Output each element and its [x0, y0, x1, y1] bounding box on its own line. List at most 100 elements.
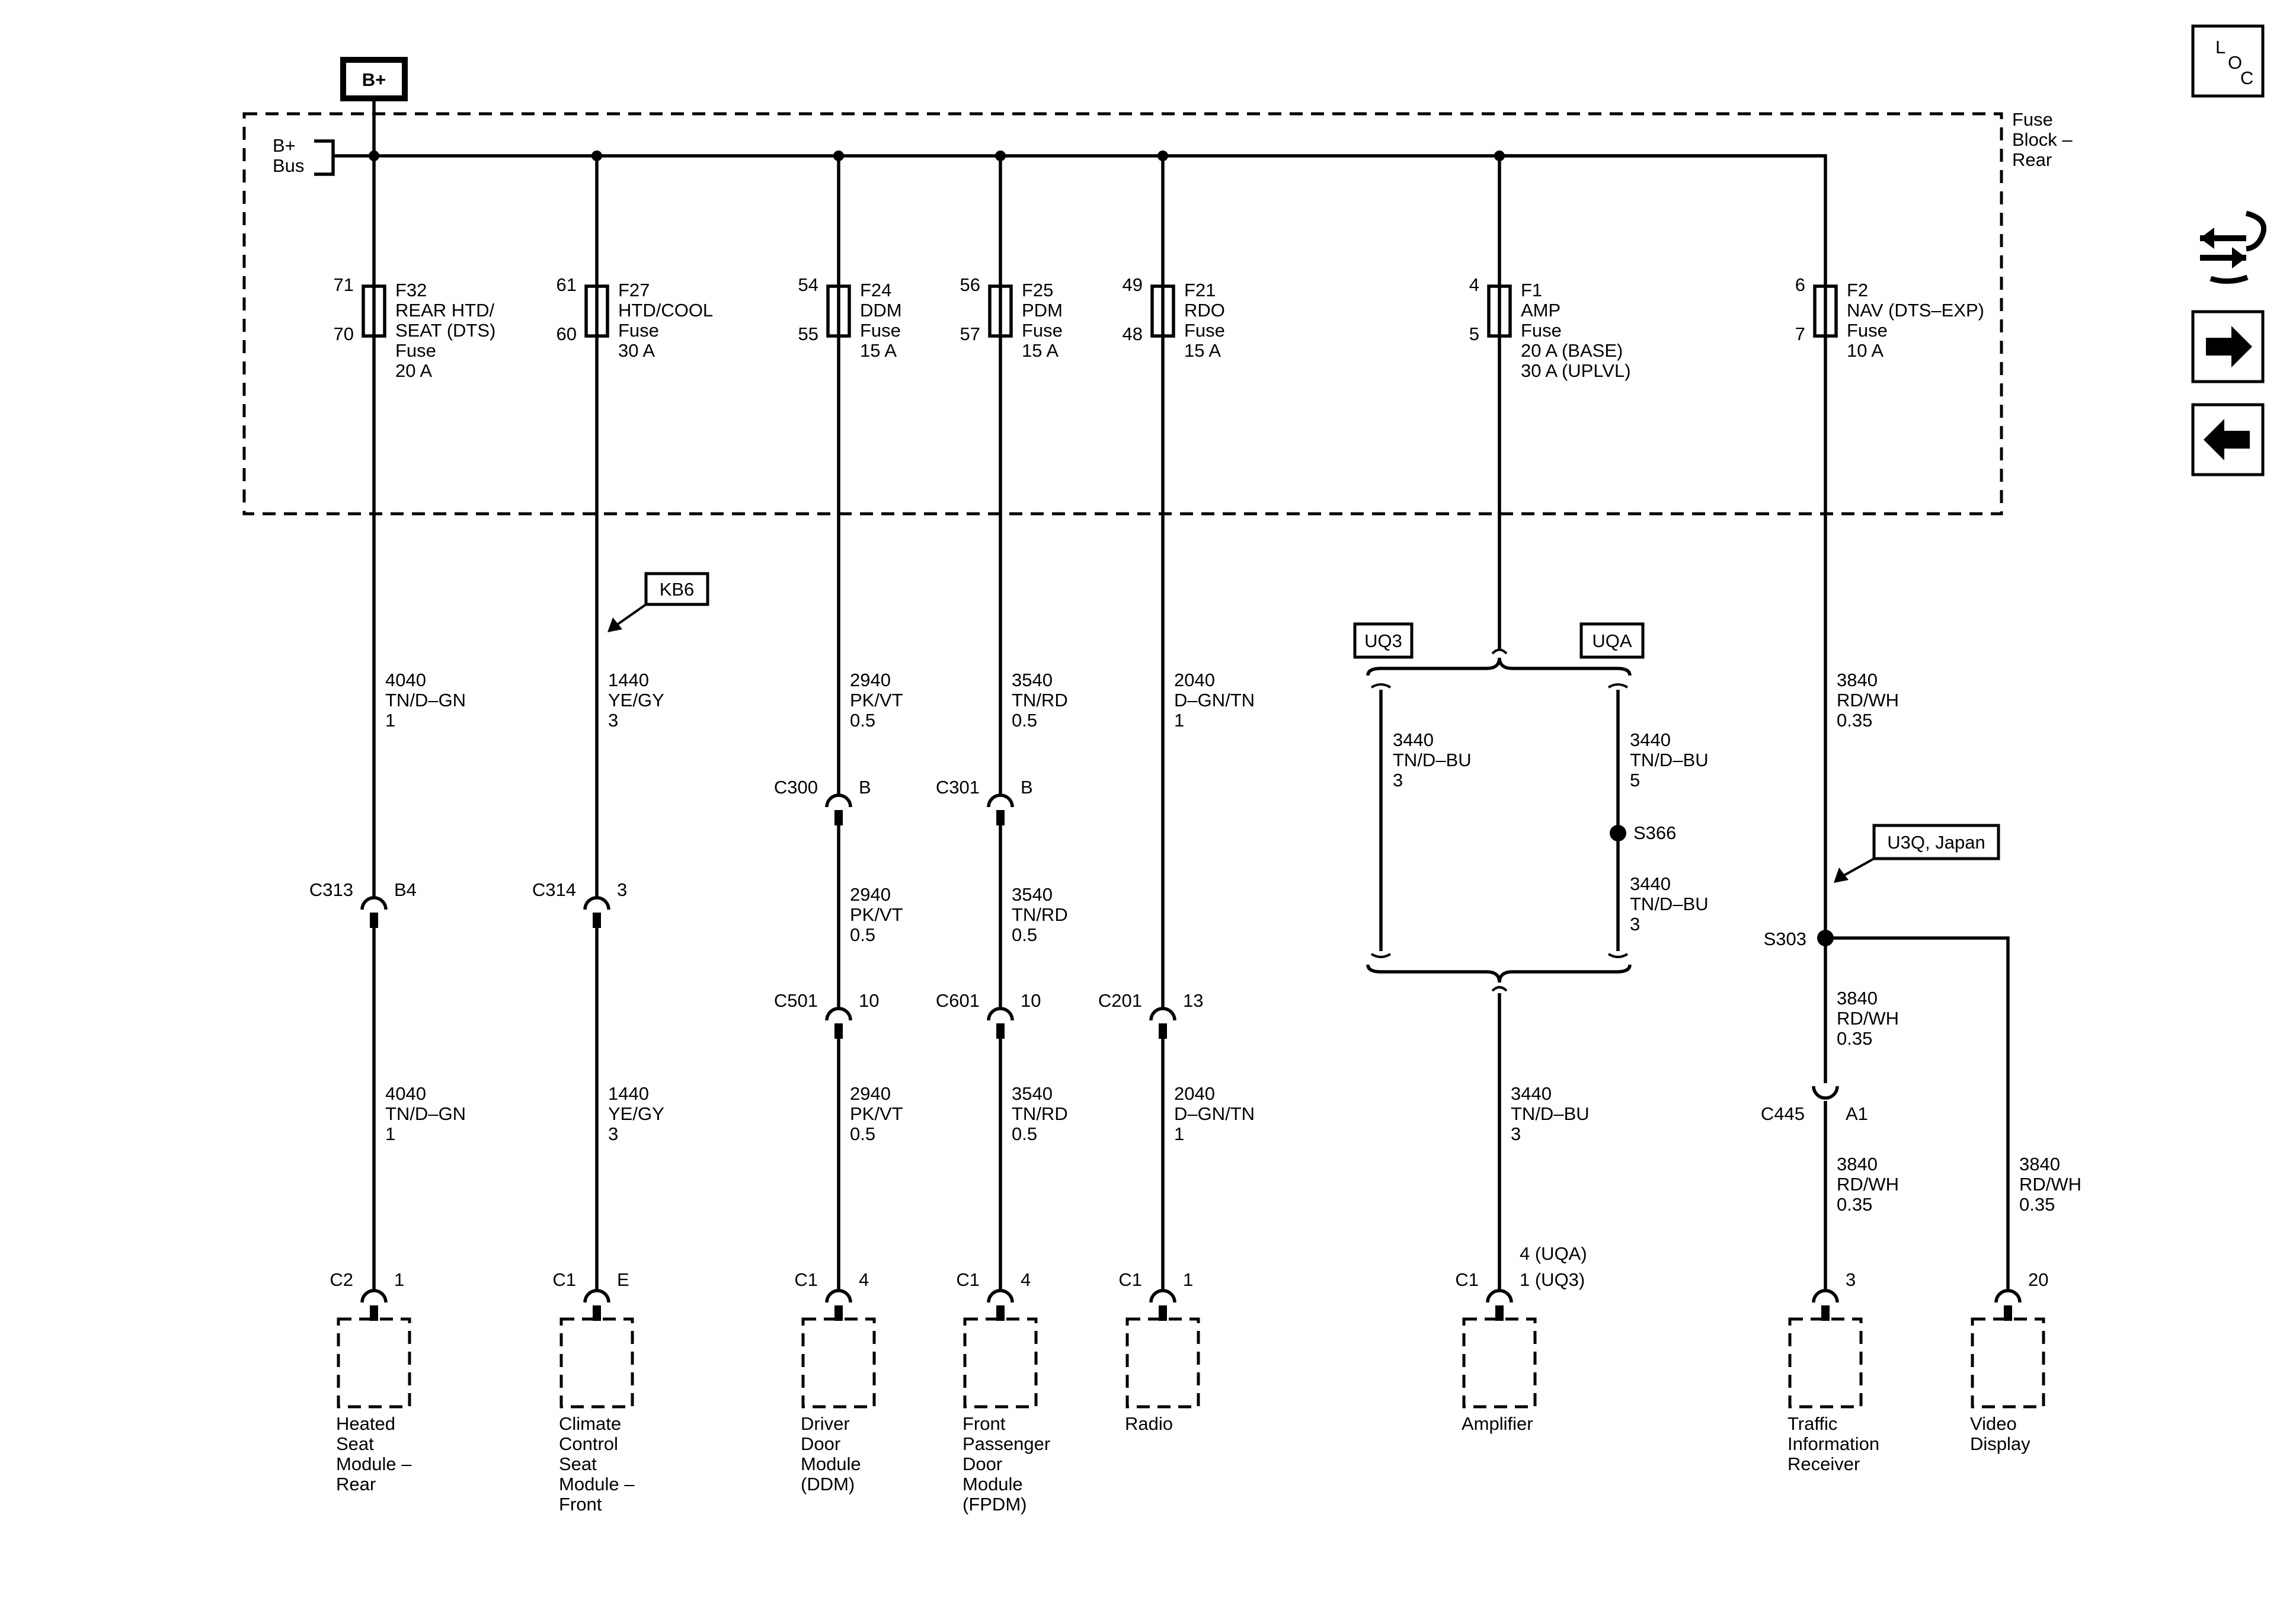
wire-label-1440-upper: 1440 YE/GY 3 — [608, 670, 664, 731]
svg-text:1: 1 — [394, 1269, 404, 1290]
svg-text:3840: 3840 — [2019, 1154, 2060, 1174]
svg-text:4 (UQA): 4 (UQA) — [1520, 1243, 1587, 1264]
wire-label-3840-video: 3840 RD/WH 0.35 — [2019, 1154, 2081, 1215]
svg-text:Block –: Block – — [2012, 129, 2073, 150]
fuse-f1: 4 5 F1 AMP Fuse 20 A (BASE) 30 A (UPLVL) — [1469, 156, 1631, 381]
svg-text:1: 1 — [1174, 710, 1184, 731]
wire-label-2940-a: 2940 PK/VT 0.5 — [850, 670, 903, 731]
wire-label-4040-upper: 4040 TN/D–GN 1 — [385, 670, 466, 731]
svg-text:1: 1 — [385, 710, 395, 731]
fuse-f2: 6 7 F2 NAV (DTS–EXP) Fuse 10 A — [1499, 154, 1984, 361]
svg-text:YE/GY: YE/GY — [608, 1103, 664, 1124]
svg-text:0.35: 0.35 — [1837, 1194, 1872, 1215]
swap-arrows-icon[interactable] — [2200, 210, 2267, 284]
svg-text:3: 3 — [1393, 770, 1403, 790]
circuit-heated-seat: 4040 TN/D–GN 1 C313 B4 4040 TN/D–GN 1 — [309, 336, 466, 1289]
svg-text:3440: 3440 — [1393, 729, 1434, 750]
svg-text:4: 4 — [1021, 1269, 1031, 1290]
svg-text:Door: Door — [962, 1454, 1002, 1474]
svg-text:2040: 2040 — [1174, 670, 1215, 690]
svg-text:KB6: KB6 — [660, 579, 695, 600]
svg-text:3: 3 — [608, 710, 618, 731]
fuse-f21: 49 48 F21 RDO Fuse 15 A — [1123, 156, 1225, 361]
svg-text:Seat: Seat — [336, 1433, 374, 1454]
svg-text:Fuse: Fuse — [1022, 320, 1063, 341]
svg-text:B: B — [859, 777, 871, 798]
arrow-left-icon[interactable] — [2191, 403, 2265, 476]
svg-text:71: 71 — [334, 274, 354, 295]
svg-text:F1: F1 — [1521, 280, 1542, 300]
svg-text:C1: C1 — [1118, 1269, 1142, 1290]
svg-text:HTD/COOL: HTD/COOL — [618, 300, 713, 321]
svg-text:Fuse: Fuse — [2012, 109, 2053, 130]
svg-text:Seat: Seat — [559, 1454, 597, 1474]
svg-text:1: 1 — [1183, 1269, 1193, 1290]
circuit-amplifier: UQ3 UQA 3440 TN/D–BU 3 3440 TN/D–BU 5 S3… — [1353, 336, 1709, 1289]
module-climate-seat: C1 E Climate Control Seat Module – Front — [552, 1269, 635, 1515]
svg-text:SEAT (DTS): SEAT (DTS) — [395, 320, 495, 341]
svg-text:10: 10 — [859, 990, 879, 1011]
loc-button[interactable]: L O C — [2191, 24, 2265, 98]
svg-text:0.5: 0.5 — [1012, 924, 1037, 945]
connector-c314: C314 3 — [532, 879, 627, 928]
svg-text:C201: C201 — [1098, 990, 1142, 1011]
svg-text:30 A (UPLVL): 30 A (UPLVL) — [1521, 360, 1631, 381]
svg-text:Fuse: Fuse — [1847, 320, 1888, 341]
svg-text:Control: Control — [559, 1433, 618, 1454]
svg-text:Front: Front — [962, 1413, 1006, 1434]
svg-text:5: 5 — [1630, 770, 1640, 790]
svg-text:C601: C601 — [936, 990, 980, 1011]
connector-c601: C601 10 — [936, 990, 1041, 1039]
svg-text:4: 4 — [859, 1269, 869, 1290]
svg-text:B+: B+ — [273, 135, 296, 156]
svg-text:RD/WH: RD/WH — [1837, 690, 1899, 710]
svg-text:PDM: PDM — [1022, 300, 1063, 321]
connector-c445: C445 A1 — [1761, 1086, 1868, 1124]
svg-text:3540: 3540 — [1012, 1083, 1053, 1104]
module-video-display: 20 Video Display — [1970, 1269, 2048, 1454]
svg-text:3: 3 — [1630, 914, 1640, 934]
wire-label-4040-lower: 4040 TN/D–GN 1 — [385, 1083, 466, 1144]
svg-text:3440: 3440 — [1511, 1083, 1552, 1104]
svg-text:DDM: DDM — [860, 300, 902, 321]
svg-text:Bus: Bus — [273, 155, 304, 176]
svg-text:Climate: Climate — [559, 1413, 621, 1434]
svg-text:RD/WH: RD/WH — [2019, 1174, 2081, 1195]
svg-text:Amplifier: Amplifier — [1462, 1413, 1533, 1434]
svg-text:3540: 3540 — [1012, 884, 1053, 905]
svg-text:E: E — [617, 1269, 629, 1290]
circuit-nav: 3840 RD/WH 0.35 U3Q, Japan S303 3840 RD/… — [1761, 336, 2081, 1289]
svg-text:3440: 3440 — [1630, 729, 1671, 750]
splice-s366: S366 — [1610, 822, 1676, 843]
connector-c300: C300 B — [774, 777, 871, 825]
option-tag-u3q-japan: U3Q, Japan — [1834, 824, 2000, 883]
bplus-source-box: B+ — [340, 57, 408, 101]
svg-text:Module –: Module – — [336, 1454, 412, 1474]
svg-text:B+: B+ — [362, 69, 386, 90]
svg-text:Driver: Driver — [801, 1413, 850, 1434]
svg-text:TN/RD: TN/RD — [1012, 690, 1068, 710]
svg-text:F25: F25 — [1022, 280, 1053, 300]
svg-text:7: 7 — [1795, 324, 1805, 344]
svg-text:3: 3 — [617, 879, 627, 900]
wire-label-3440-left: 3440 TN/D–BU 3 — [1393, 729, 1472, 790]
splice-s303: S303 — [1764, 929, 1834, 949]
svg-text:5: 5 — [1469, 324, 1479, 344]
svg-text:B: B — [1021, 777, 1033, 798]
svg-text:C313: C313 — [309, 879, 353, 900]
svg-text:20: 20 — [2028, 1269, 2048, 1290]
svg-text:2940: 2940 — [850, 884, 891, 905]
svg-text:2940: 2940 — [850, 670, 891, 690]
svg-text:Fuse: Fuse — [618, 320, 659, 341]
svg-text:TN/D–GN: TN/D–GN — [385, 1103, 466, 1124]
svg-text:3: 3 — [1511, 1124, 1521, 1144]
wire-label-3540-a: 3540 TN/RD 0.5 — [1012, 670, 1068, 731]
wire-label-3840-b: 3840 RD/WH 0.35 — [1837, 988, 1899, 1049]
svg-text:C1: C1 — [552, 1269, 576, 1290]
arrow-right-icon[interactable] — [2191, 310, 2265, 383]
wire-label-3840-a: 3840 RD/WH 0.35 — [1837, 670, 1899, 731]
svg-text:NAV (DTS–EXP): NAV (DTS–EXP) — [1847, 300, 1984, 321]
svg-text:AMP: AMP — [1521, 300, 1560, 321]
option-tag-kb6: KB6 — [607, 572, 709, 632]
